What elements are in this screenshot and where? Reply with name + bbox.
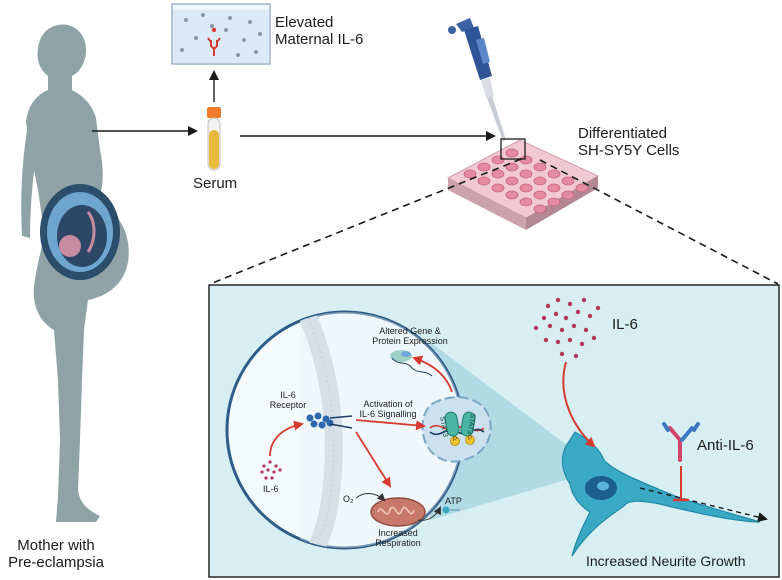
altered-label-line1: Altered Gene & [379, 326, 441, 336]
diff-label-line2: SH-SY5Y Cells [578, 142, 680, 160]
pipette [448, 18, 506, 141]
mother-label-line2: Pre-eclampsia [8, 554, 104, 572]
serum-label: Serum [193, 175, 238, 192]
activation-label: Activation of IL-6 Signalling [348, 399, 428, 420]
mother-label-line1: Mother with [17, 537, 95, 554]
il6-cloud [533, 297, 601, 359]
respiration-label: Increased Respiration [366, 528, 430, 549]
il6-small-label: IL-6 [263, 484, 279, 494]
womb [40, 184, 120, 280]
mother-label: Mother with Pre-eclampsia [6, 537, 106, 572]
neurite-growth-arrow [639, 487, 768, 522]
zoom-cone [430, 342, 600, 520]
altered-label-line2: Protein Expression [372, 336, 448, 347]
diff-label-line1: Differentiated [578, 125, 667, 142]
zoom-line-right [539, 159, 779, 285]
serum-tube [207, 107, 221, 171]
receptor-label: IL-6 Receptor [268, 390, 308, 411]
elevated-label-line1: Elevated [275, 14, 334, 31]
il6-label: IL-6 [612, 316, 638, 333]
sh-sy5y-label: Differentiated SH-SY5Y Cells [578, 125, 679, 160]
receptor-label-line1: IL-6 [280, 390, 296, 400]
respiration-label-line1: Increased [378, 528, 418, 538]
zoom-line-left [209, 158, 522, 285]
anti-il6-antibody [662, 422, 700, 462]
receptor-label-line2: Receptor [269, 400, 307, 411]
phospho-label-b: P [468, 436, 473, 442]
zoom-box [500, 138, 526, 160]
serum-beaker [171, 3, 271, 65]
neuron-cell [561, 431, 761, 557]
well-plate [446, 138, 600, 230]
anti-il6-label: Anti-IL-6 [697, 437, 754, 454]
respiration-label-line2: Respiration [375, 538, 421, 549]
o2-label: O₂ [343, 494, 354, 504]
neurite-growth-label: Increased Neurite Growth [586, 553, 746, 569]
phospho-label-a: P [453, 437, 458, 443]
atp-label: ATP [445, 496, 462, 506]
activation-label-line2: IL-6 Signalling [359, 409, 417, 420]
elevated-il6-label: Elevated Maternal IL-6 [275, 14, 363, 49]
activation-label-line1: Activation of [363, 399, 413, 409]
altered-expression-label: Altered Gene & Protein Expression [370, 326, 450, 347]
elevated-label-line2: Maternal IL-6 [275, 31, 364, 49]
arrow-il6-to-neuron [562, 361, 596, 448]
